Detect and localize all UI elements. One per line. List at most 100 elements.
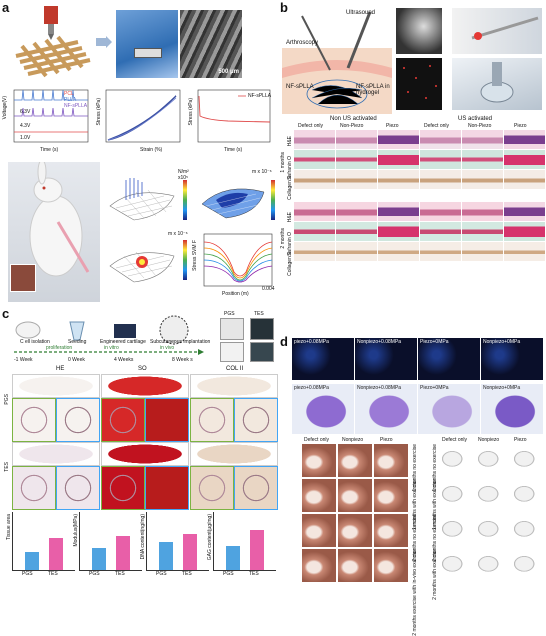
b-histology-cell: [504, 170, 545, 189]
c-histology-section: [101, 374, 189, 398]
colorbar-1-scale: x10⁵: [178, 175, 189, 181]
arthroscopy-label: Arthroscopy: [286, 40, 319, 46]
colorbar-3: [183, 240, 187, 280]
knee-mesh-stress-icon: [109, 178, 175, 221]
d-col-right-2: Nonpiezo: [478, 437, 500, 443]
c-zoom-left: [101, 466, 145, 510]
b-histology-cell: [378, 222, 419, 241]
b-histology-cell: [336, 222, 377, 241]
b-histology-cell: [378, 130, 419, 149]
b-histology-cell: [336, 130, 377, 149]
tes-photo-2: [250, 342, 274, 362]
strain-plot: [105, 89, 181, 143]
d-knee-model: [442, 549, 476, 582]
d-fluorescence-cell: Nonpiezo+0.08MPa: [355, 338, 417, 380]
bar-tes-label: TES: [249, 571, 259, 577]
voltage-plot: [13, 89, 89, 143]
c-zoom-right: [56, 466, 100, 510]
knee-mesh-wire-icon: [109, 251, 175, 283]
d-stain-cell: piezo+0.08MPa: [292, 384, 354, 434]
d-knee-model: [442, 514, 476, 547]
c-timeline-4: Subcutaneous implantation: [150, 339, 211, 345]
volt-ylabel: Voltage(V): [2, 96, 8, 120]
tes-bar: [250, 530, 264, 570]
d-fluorescence-cell: Nonpiezo+0MPa: [481, 338, 543, 380]
gloved-hand-photo: [116, 10, 178, 78]
b-histology-cell: [420, 242, 461, 261]
b-histology-cell: [462, 130, 503, 149]
panel-b-label: b: [280, 0, 288, 15]
b-histology-cell: [336, 202, 377, 221]
stress-time-plot: [197, 89, 271, 143]
tes-bar: [116, 536, 130, 570]
c-stain-3: COL II: [226, 366, 244, 372]
b-histology-cell: [336, 170, 377, 189]
d-stain-label: Nonpiezo+0.08MPa: [357, 385, 402, 391]
syringe-photo: [452, 8, 542, 54]
pos-xlabel: Position (m): [222, 291, 249, 297]
c-zoom-right: [145, 398, 189, 442]
d-knee-photo: [338, 514, 372, 547]
c-zoom-left: [190, 466, 234, 510]
c-zoom-left: [101, 398, 145, 442]
tes-photo: [250, 318, 274, 340]
b-col-2: Non-Piezo: [340, 123, 364, 129]
d-knee-photo: [338, 549, 372, 582]
b-histology-cell: [294, 150, 335, 169]
d-knee-photo: [338, 444, 372, 477]
scalebar-label: 500 μm: [218, 69, 239, 75]
c-bar-chart: [213, 512, 276, 571]
c-histology-section: [101, 442, 189, 466]
c-zoom-right: [145, 466, 189, 510]
colorbar-2: [271, 180, 275, 220]
bar-tes-label: TES: [48, 571, 58, 577]
d-knee-photo: [374, 479, 408, 512]
b-histology-cell: [294, 222, 335, 241]
c-histology-section: [12, 442, 100, 466]
c-zoom-left: [12, 466, 56, 510]
b-histology-cell: [378, 150, 419, 169]
nf-label-1: NF-sPLLA: [286, 84, 314, 90]
b-histology-cell: [420, 130, 461, 149]
b-histology-cell: [336, 242, 377, 261]
tes-bar: [49, 538, 63, 570]
b-histology-cell: [462, 150, 503, 169]
c-stain-2: SO: [138, 366, 147, 372]
c-bar-chart: [79, 512, 142, 571]
d-knee-model: [478, 444, 512, 477]
b-histology-cell: [504, 242, 545, 261]
c-zoom-left: [190, 398, 234, 442]
d-col-right-3: Piezo: [514, 437, 527, 443]
b-row-1: H&E: [287, 136, 293, 147]
b-col-1: Defect only: [298, 123, 324, 129]
d-fluorescence-cell: piezo+0.08MPa: [292, 338, 354, 380]
c-phase-2: in vitro: [104, 345, 119, 351]
c-week-2: 0 Week: [68, 357, 85, 363]
d-col-left-2: Nonpiezo: [342, 437, 364, 443]
d-row-right: 2 months with exercise: [432, 549, 438, 600]
b-histology-cell: [462, 222, 503, 241]
d-knee-model: [442, 479, 476, 512]
b-col-6: Piezo: [514, 123, 527, 129]
b-histology-cell: [378, 170, 419, 189]
c-tes-label: TES: [254, 311, 264, 317]
bar-pgs-label: PGS: [22, 571, 33, 577]
b-histology-cell: [504, 150, 545, 169]
d-knee-model: [514, 479, 546, 512]
d-fluorescence-cell: Piezo+0MPa: [418, 338, 480, 380]
d-knee-photo: [374, 444, 408, 477]
d-col-right-1: Defect only: [442, 437, 468, 443]
volt-xlabel: Time (s): [40, 147, 59, 153]
d-knee-photo: [374, 549, 408, 582]
scaffold-printing-illustration: [15, 6, 91, 78]
d-fluor-label: Nonpiezo+0MPa: [483, 339, 521, 345]
d-knee-model: [442, 444, 476, 477]
b-histology-cell: [378, 242, 419, 261]
d-knee-model: [478, 479, 512, 512]
c-row-2: TES: [4, 462, 10, 472]
b-group-1: Non US activated: [330, 116, 377, 122]
device-photo: [452, 58, 542, 110]
